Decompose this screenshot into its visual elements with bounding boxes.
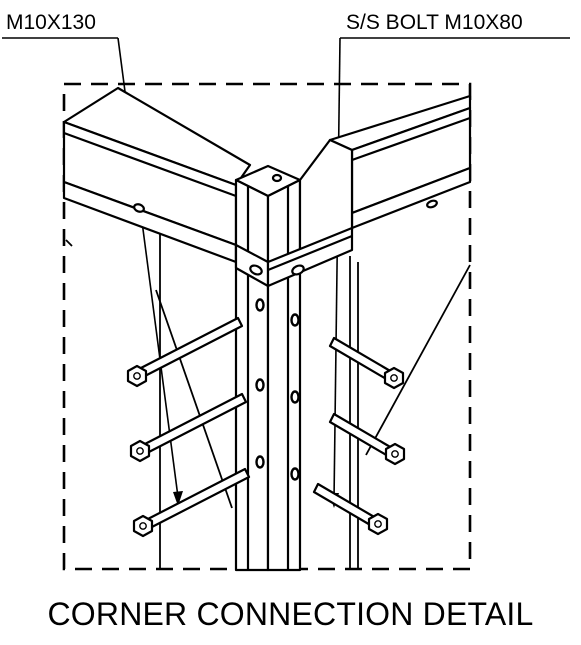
left-bolt-2 — [129, 392, 248, 463]
left-top-rail — [62, 86, 252, 264]
right-bolts — [312, 336, 406, 536]
left-bolt-3 — [132, 467, 251, 538]
right-bolt-3 — [312, 482, 389, 536]
left-bolt-1 — [126, 316, 244, 388]
right-bolt-2 — [328, 412, 406, 466]
left-bolts — [126, 316, 251, 538]
right-leader-line — [333, 37, 341, 501]
bolt-callout-m10x130: M10X130 — [6, 11, 96, 34]
detail-title: CORNER CONNECTION DETAIL — [47, 596, 534, 632]
left-arrowhead — [173, 491, 183, 506]
corner-post — [234, 138, 354, 572]
rail-bolt-holes — [133, 173, 438, 276]
right-top-rail — [328, 94, 472, 230]
bolt-callout-ss-m10x80: S/S BOLT M10X80 — [346, 11, 523, 34]
right-bolt-1 — [328, 336, 405, 390]
